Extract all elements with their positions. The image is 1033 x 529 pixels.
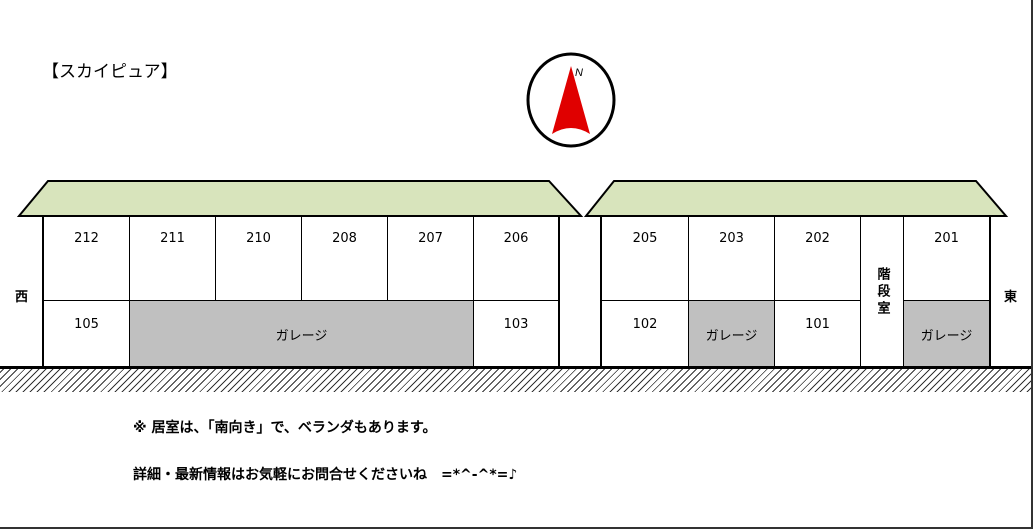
right-building-walls — [600, 216, 991, 368]
garage-left: ガレージ — [129, 300, 474, 368]
ground-hatching — [0, 366, 1031, 392]
building-title: 【スカイピュア】 — [42, 62, 178, 82]
room-202: 202 — [774, 216, 861, 301]
room-210: 210 — [215, 216, 302, 301]
compass-icon: N — [526, 52, 616, 148]
room-205: 205 — [601, 216, 689, 301]
left-roof — [16, 180, 584, 217]
compass-north-label: N — [575, 67, 583, 79]
room-101: 101 — [774, 300, 861, 368]
room-206: 206 — [473, 216, 559, 301]
room-203: 203 — [688, 216, 775, 301]
room-103: 103 — [473, 300, 559, 368]
room-212: 212 — [43, 216, 130, 301]
left-building-walls — [42, 216, 560, 368]
note-contact: 詳細・最新情報はお気軽にお問合せくださいね =*^-^*=♪ — [133, 467, 518, 483]
right-roof — [583, 180, 1009, 217]
note-south-facing: ※ 居室は、「南向き」で、ベランダもあります。 — [133, 420, 437, 436]
room-201: 201 — [903, 216, 990, 301]
west-label: 西 — [15, 290, 29, 305]
roofs — [16, 180, 1009, 217]
east-label: 東 — [1004, 290, 1018, 305]
room-105: 105 — [43, 300, 130, 368]
garage-middle: ガレージ — [688, 300, 775, 368]
